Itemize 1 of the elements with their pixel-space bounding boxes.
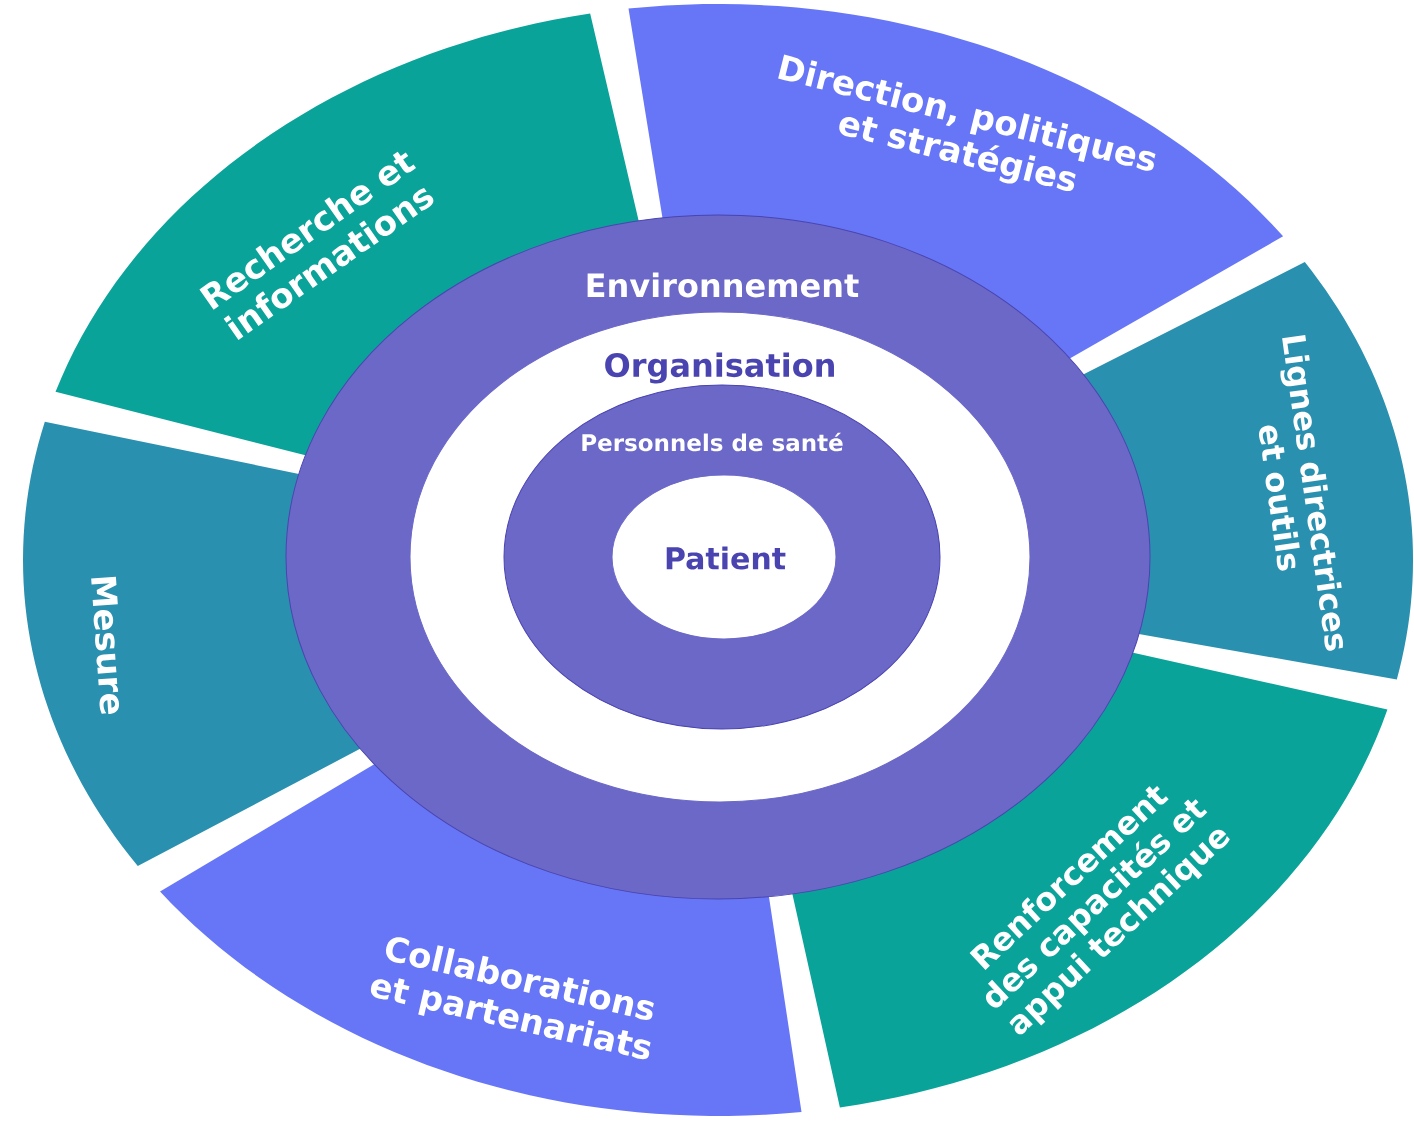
ring: Patient [611, 474, 837, 640]
